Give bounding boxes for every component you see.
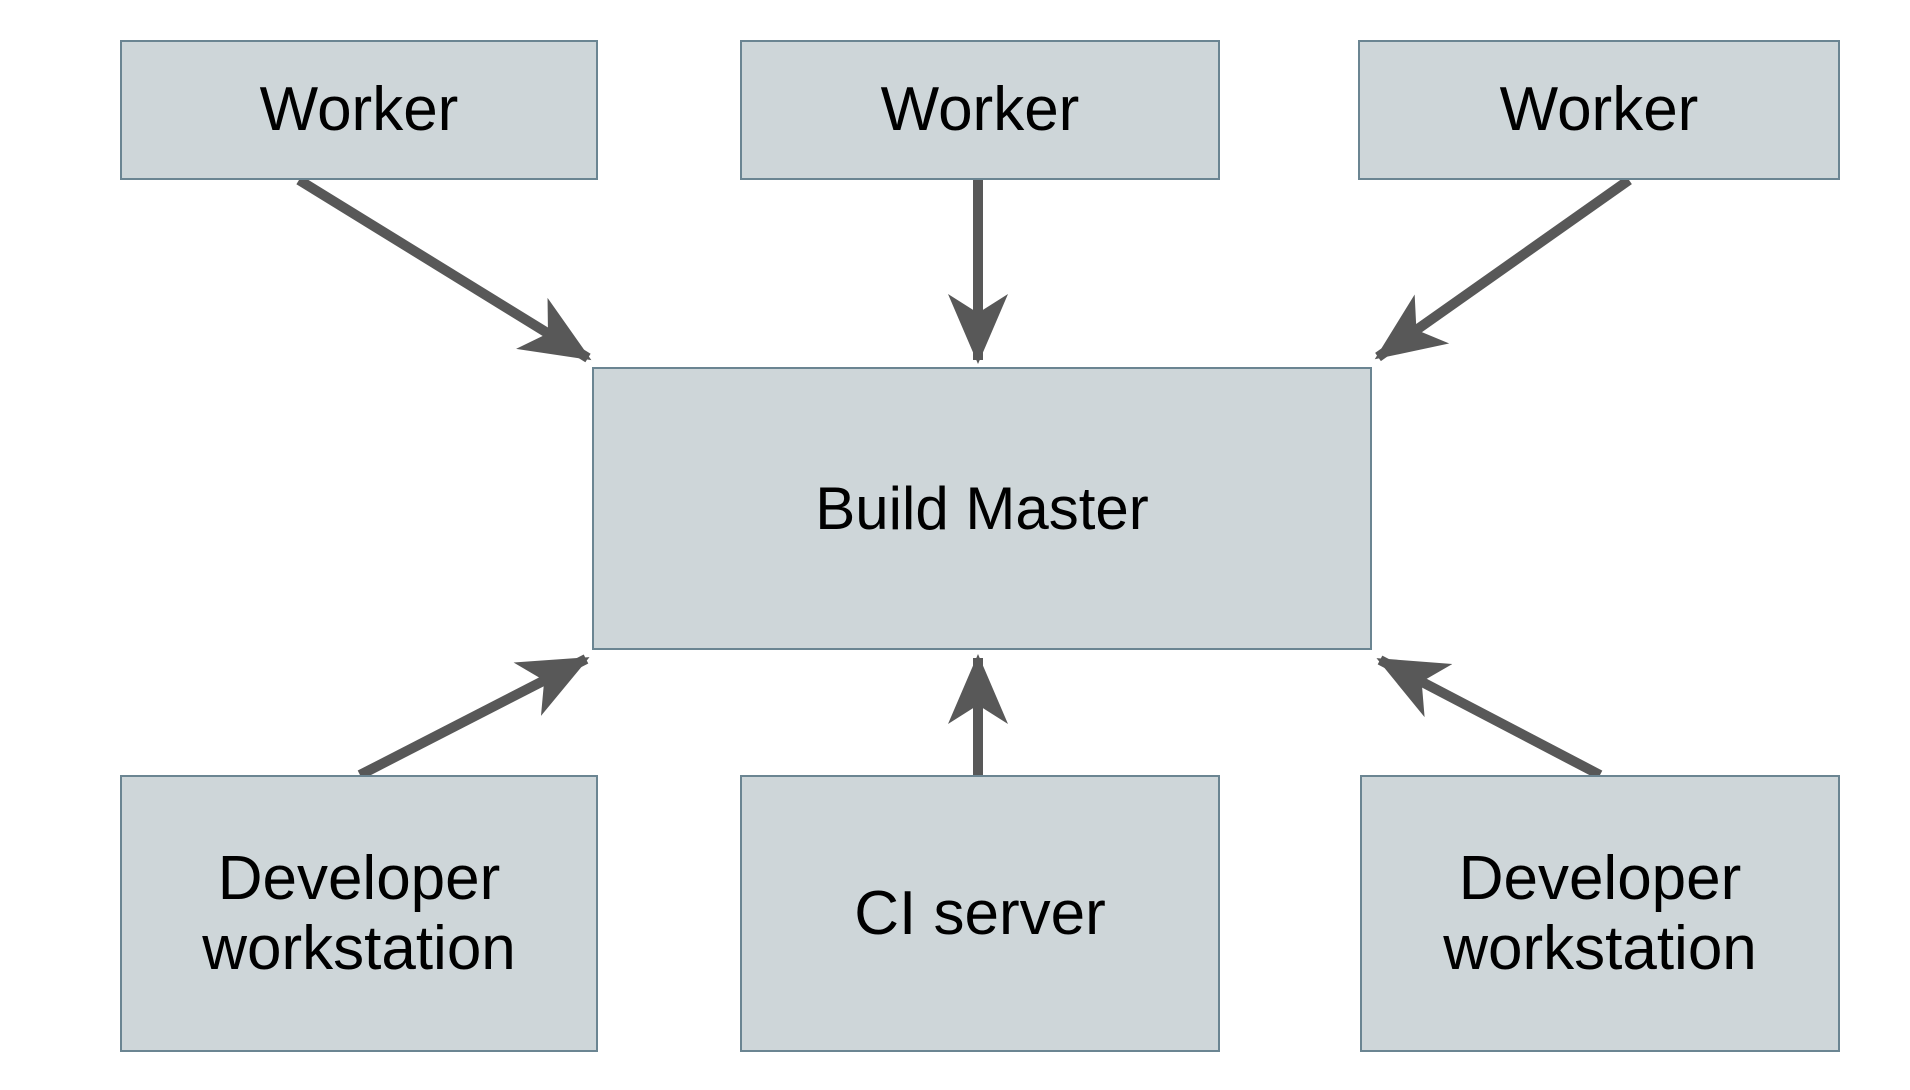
node-worker-2[interactable]: Worker <box>740 40 1220 180</box>
node-developer-workstation-right-label: Developer workstation <box>1443 844 1757 983</box>
node-worker-3[interactable]: Worker <box>1358 40 1840 180</box>
node-ci-server[interactable]: CI server <box>740 775 1220 1052</box>
node-worker-2-label: Worker <box>880 75 1080 145</box>
node-worker-1[interactable]: Worker <box>120 40 598 180</box>
edge-dev-ws-2-to-build-master <box>1376 655 1603 780</box>
node-developer-workstation-right[interactable]: Developer workstation <box>1360 775 1840 1052</box>
node-build-master[interactable]: Build Master <box>592 367 1372 650</box>
edge-worker-1-to-build-master <box>296 175 592 363</box>
node-developer-workstation-left-label: Developer workstation <box>202 844 516 983</box>
edge-worker-3-to-build-master <box>1374 175 1632 362</box>
node-worker-1-label: Worker <box>259 75 459 145</box>
node-build-master-label: Build Master <box>815 474 1149 542</box>
node-developer-workstation-left[interactable]: Developer workstation <box>120 775 598 1052</box>
node-worker-3-label: Worker <box>1499 75 1699 145</box>
node-ci-server-label: CI server <box>854 878 1106 948</box>
edge-dev-ws-1-to-build-master <box>357 654 590 780</box>
